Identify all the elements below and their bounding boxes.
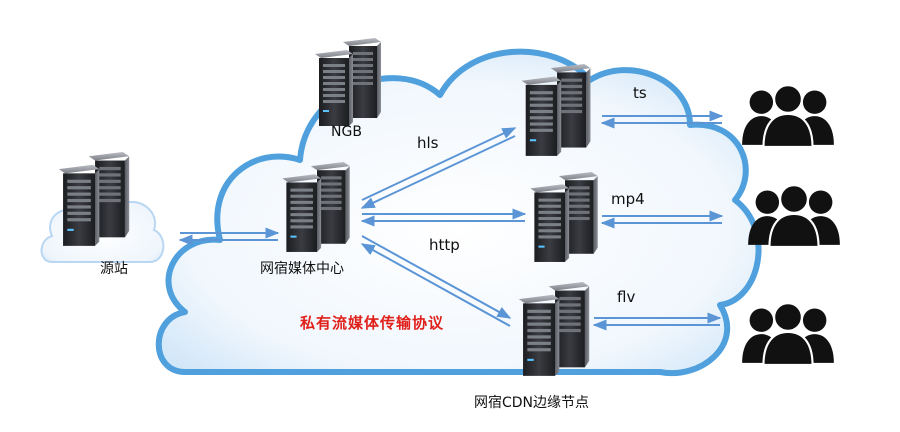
users-icon (741, 302, 835, 366)
arrows (178, 110, 724, 331)
http-label: http (429, 236, 460, 254)
origin-server-icon (58, 152, 130, 246)
users-icon (741, 84, 835, 148)
flv-label: flv (617, 288, 636, 306)
arrow-icon (361, 127, 517, 201)
ts-label: ts (633, 84, 647, 102)
media-center-label: 网宿媒体中心 (260, 261, 344, 277)
origin-label: 源站 (100, 261, 128, 277)
private-protocol-label: 私有流媒体传输协议 (300, 314, 445, 332)
hls-label: hls (417, 134, 439, 152)
arrow-icon (360, 243, 511, 327)
users-icon (747, 184, 841, 248)
edge-nodes-label: 网宿CDN边缘节点 (474, 395, 590, 411)
main-cloud-icon (155, 48, 762, 377)
ngb-server-icon (315, 38, 381, 126)
ngb-label: NGB (331, 124, 362, 140)
arrow-icon (361, 235, 512, 319)
mp4-label: mp4 (611, 190, 645, 208)
arrow-icon (360, 135, 516, 209)
